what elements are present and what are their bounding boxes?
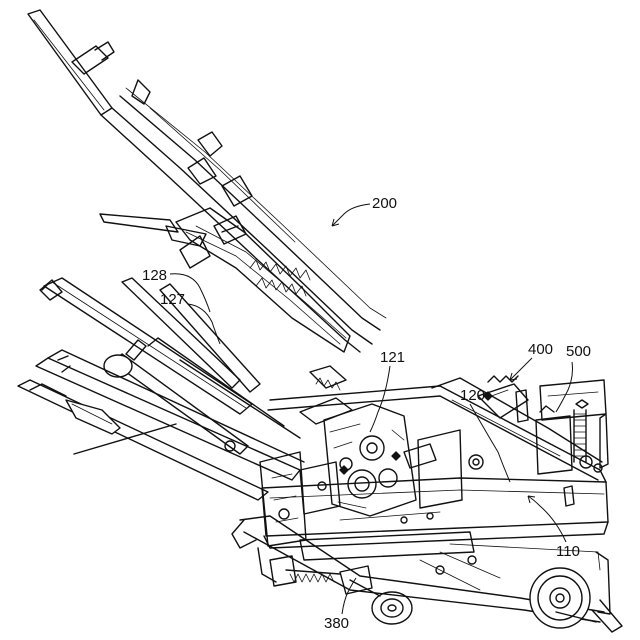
ref-110: 110 <box>556 543 580 560</box>
engine-mount <box>478 376 528 422</box>
ref-200: 200 <box>372 195 397 212</box>
leader-400 <box>510 358 532 380</box>
boom-arm <box>28 10 386 352</box>
ref-120: 120 <box>460 387 485 404</box>
ref-128: 128 <box>142 267 167 284</box>
ref-400: 400 <box>528 341 553 358</box>
ref-127: 127 <box>160 291 185 308</box>
ref-500: 500 <box>566 343 591 360</box>
leader-380 <box>342 578 356 614</box>
ref-380: 380 <box>324 615 349 632</box>
leader-200 <box>332 204 370 226</box>
ref-121: 121 <box>380 349 405 366</box>
